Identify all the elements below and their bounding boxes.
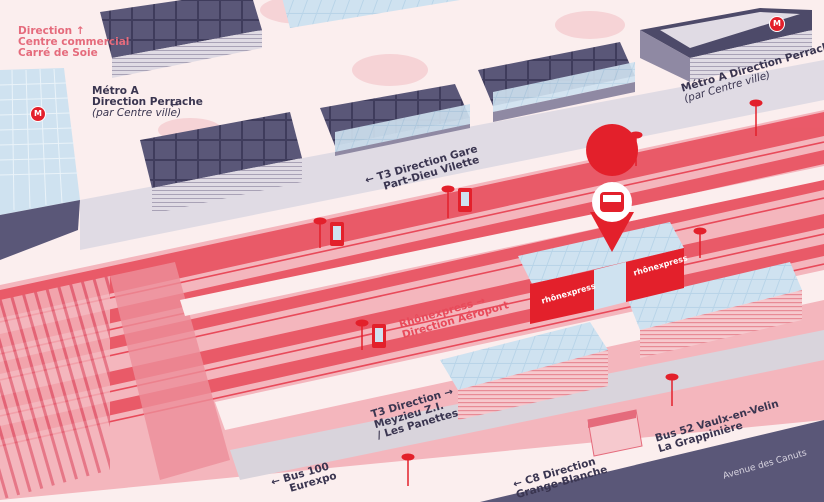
road-top (80, 60, 824, 250)
metro-icon: M (769, 16, 785, 32)
shelter-2 (628, 262, 802, 358)
arrow-icon: ← (269, 474, 282, 489)
pin-marker-icon (586, 124, 639, 252)
rhonexpress-station (518, 222, 684, 324)
avenue-road (480, 420, 824, 502)
ticket-machine-icon (330, 188, 472, 348)
building-solar-3 (320, 84, 470, 156)
metro-icon: M (30, 106, 46, 122)
building-solar-1 (100, 0, 262, 78)
arrow-icon: ← (363, 172, 376, 187)
shelter-1 (440, 322, 608, 420)
label-carre-de-soie: Direction ↑ Centre commercial Carré de S… (18, 25, 130, 59)
building-glass-top (282, 0, 460, 28)
bus-shelter (587, 409, 643, 457)
arrow-icon: ← (170, 99, 179, 111)
arrow-icon: ↑ (75, 25, 85, 37)
building-solar-4 (478, 42, 635, 122)
building-top-left (0, 68, 80, 215)
bus-stop-icon (313, 99, 763, 486)
label-metro-a-left: Métro A Direction Perrache (par Centre v… (92, 85, 203, 119)
road-lower (230, 330, 824, 480)
building-solar-2 (140, 112, 302, 214)
